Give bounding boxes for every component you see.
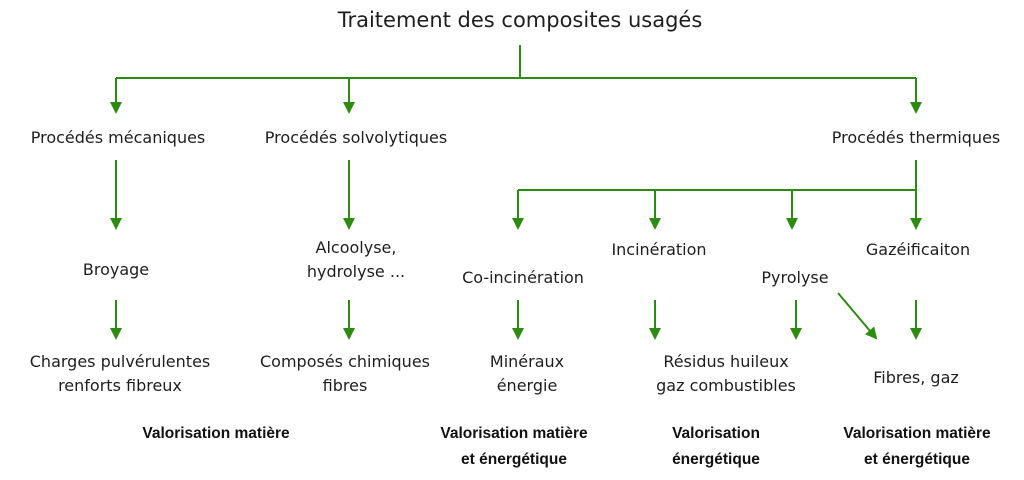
node-alcoolyse-line-2: hydrolyse ... [306, 262, 406, 281]
node-residus-huileux: Résidus huileux gaz combustibles [656, 350, 796, 398]
node-mineraux-energie: Minéraux énergie [490, 350, 564, 398]
label-vme2-line-2: et énergétique [864, 451, 970, 468]
node-alcoolyse-hydrolyse: Alcoolyse, hydrolyse ... [307, 236, 405, 284]
node-alcoolyse-line-1: Alcoolyse, [315, 238, 397, 257]
label-vme1-line-1: Valorisation matière [440, 425, 588, 442]
label-ve-line-2: énergétique [672, 451, 760, 468]
node-fibres-gaz: Fibres, gaz [873, 368, 959, 387]
diagram-title: Traitement des composites usagés [337, 8, 703, 32]
node-incineration: Incinération [611, 240, 707, 259]
node-procedes-thermiques: Procédés thermiques [831, 128, 1001, 147]
label-valorisation-matiere: Valorisation matière [142, 425, 290, 442]
node-broyage: Broyage [82, 260, 150, 279]
node-mineraux-line-2: énergie [496, 376, 558, 395]
label-valorisation-matiere-energetique-2: Valorisation matière et énergétique [843, 421, 990, 473]
node-charges-line-1: Charges pulvérulentes [29, 352, 211, 371]
node-charges-line-2: renforts fibreux [58, 376, 182, 395]
label-valorisation-matiere-energetique-1: Valorisation matière et énergétique [440, 421, 587, 473]
label-ve-line-1: Valorisation [672, 425, 760, 442]
node-residus-line-1: Résidus huileux [663, 352, 789, 371]
node-procedes-solvolytiques: Procédés solvolytiques [264, 128, 448, 147]
node-pyrolyse: Pyrolyse [761, 268, 829, 287]
label-vme1-line-2: et énergétique [461, 451, 567, 468]
label-vme2-line-1: Valorisation matière [843, 425, 991, 442]
node-composes-line-2: fibres [322, 376, 368, 395]
label-valorisation-energetique: Valorisation énergétique [672, 421, 760, 473]
node-co-incineration: Co-incinération [462, 268, 584, 287]
node-composes-chimiques: Composés chimiques fibres [260, 350, 430, 398]
node-procedes-mecaniques: Procédés mécaniques [30, 128, 206, 147]
node-gazeification: Gazéificaiton [865, 240, 971, 259]
node-composes-line-1: Composés chimiques [260, 352, 430, 371]
node-mineraux-line-1: Minéraux [489, 352, 565, 371]
node-charges-pulverulentes: Charges pulvérulentes renforts fibreux [30, 350, 211, 398]
node-residus-line-2: gaz combustibles [656, 376, 796, 395]
arrow-pyrolyse-to-fibres [837, 292, 878, 340]
